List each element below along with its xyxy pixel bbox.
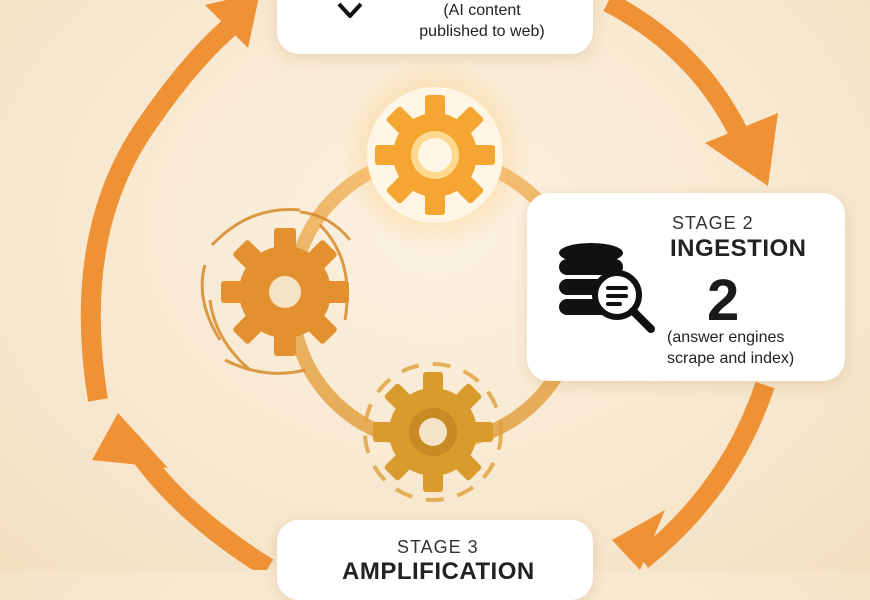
- arrow-left-upper: [80, 12, 245, 402]
- gear-left: [200, 207, 352, 375]
- arrowhead-bottom: [612, 510, 665, 570]
- stage3-name: AMPLIFICATION: [342, 558, 535, 585]
- stage2-description-line1: (answer engines: [667, 329, 785, 346]
- stage2-description: (answer engines scrape and index): [667, 327, 827, 369]
- outer-cycle-arrows: [80, 0, 775, 570]
- stage2-name: INGESTION: [670, 235, 807, 262]
- arrow-right-lower: [635, 381, 775, 568]
- stage1-description-line1: (AI content: [443, 2, 521, 19]
- stage1-description-line2: published to web): [419, 23, 545, 40]
- arrow-heads: [92, 0, 778, 570]
- stage1-card: (AI content published to web): [277, 0, 593, 54]
- stage2-number: 2: [707, 268, 740, 333]
- stage2-kicker: STAGE 2: [672, 213, 754, 233]
- stage2-card: STAGE 2 INGESTION 2 (answer engines scra…: [527, 193, 845, 381]
- gear-top: [340, 60, 530, 250]
- arrowhead-right: [705, 113, 778, 186]
- stage3-card: STAGE 3 AMPLIFICATION: [277, 520, 593, 600]
- database-search-icon: [559, 243, 655, 333]
- arrow-down-icon: [337, 2, 363, 18]
- arrowhead-left: [92, 413, 168, 468]
- arrow-top-right: [603, 0, 752, 145]
- gear-bottom: [363, 362, 503, 502]
- diagram-canvas: [80, 0, 778, 570]
- stage2-description-line2: scrape and index): [667, 350, 795, 367]
- stage3-kicker: STAGE 3: [397, 537, 479, 557]
- cycle-diagram: (AI content published to web) STAGE 2 IN…: [80, 0, 845, 585]
- arrowhead-top-left: [205, 0, 259, 48]
- stage1-description: (AI content published to web): [407, 0, 557, 42]
